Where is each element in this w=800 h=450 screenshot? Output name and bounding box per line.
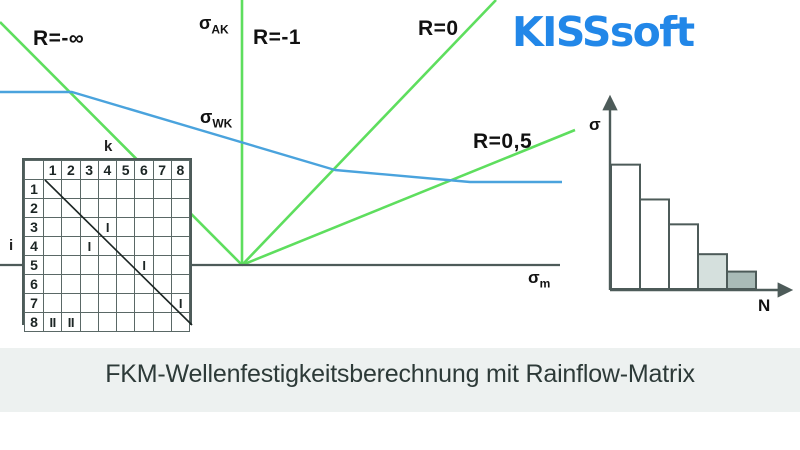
matrix-cell-3-5[interactable]	[115, 217, 136, 237]
bar-4	[697, 253, 728, 290]
matrix-row-header-1: 1	[24, 179, 44, 199]
matrix-col-header-2: 2	[61, 160, 81, 180]
matrix-cell-4-8[interactable]	[170, 236, 191, 256]
matrix-cell-2-3[interactable]	[79, 198, 99, 218]
matrix-col-header-4: 4	[97, 160, 118, 180]
matrix-row-header-2: 2	[24, 198, 44, 218]
line-R-zero	[241, 0, 497, 266]
label-R-minus-one: R=-1	[253, 26, 302, 49]
matrix-cell-8-2[interactable]: II	[61, 312, 81, 332]
matrix-cell-6-5[interactable]	[115, 274, 136, 294]
bar-1	[610, 163, 641, 290]
bar-5	[726, 270, 757, 291]
sigma-m-glyph: σ	[528, 268, 540, 287]
matrix-cell-mark: I	[178, 295, 183, 311]
matrix-cell-1-6[interactable]	[134, 179, 154, 199]
label-sigma-m: σm	[528, 269, 550, 289]
matrix-cell-mark: I	[105, 219, 110, 235]
matrix-row-header-4: 4	[24, 236, 44, 256]
matrix-cell-5-3[interactable]	[79, 255, 99, 275]
matrix-cell-5-8[interactable]	[170, 255, 191, 275]
sigma-AK-glyph: σ	[199, 13, 212, 33]
matrix-cell-7-1[interactable]	[42, 293, 63, 313]
bar-series	[610, 163, 757, 291]
label-sigma-AK: σAK	[199, 14, 229, 36]
matrix-diagonal	[44, 179, 193, 326]
chart-x-axis-label: N	[758, 296, 771, 315]
matrix-cell-1-2[interactable]	[61, 179, 81, 199]
caption-band	[0, 348, 800, 412]
matrix-col-header-3: 3	[79, 160, 99, 180]
matrix-cell-7-6[interactable]	[134, 293, 154, 313]
matrix-cell-mark: I	[87, 238, 92, 254]
matrix-cell-4-4[interactable]	[97, 236, 118, 256]
matrix-cell-1-5[interactable]	[115, 179, 136, 199]
line-R-neg-infinity	[0, 21, 243, 266]
sigma-wk-curve	[0, 90, 562, 184]
label-R-zero: R=0	[418, 17, 459, 40]
matrix-cell-mark: II	[67, 314, 75, 330]
matrix-col-header-8: 8	[170, 160, 191, 180]
matrix-cell-4-2[interactable]	[61, 236, 81, 256]
matrix-cell-7-8[interactable]: I	[170, 293, 191, 313]
matrix-cell-6-8[interactable]	[170, 274, 191, 294]
matrix-cell-mark: II	[49, 314, 57, 330]
sigma-m-subscript: m	[539, 276, 551, 291]
matrix-row-axis-label: i	[9, 237, 14, 254]
matrix-cell-6-7[interactable]	[152, 274, 172, 294]
kisssoft-logo: KISSsoft	[512, 8, 695, 56]
matrix-cell-1-1[interactable]	[42, 179, 63, 199]
matrix-cell-8-3[interactable]	[79, 312, 99, 332]
matrix-cell-4-5[interactable]	[115, 236, 136, 256]
matrix-cell-8-1[interactable]: II	[42, 312, 63, 332]
bar-2	[639, 198, 670, 290]
matrix-cell-5-2[interactable]	[61, 255, 81, 275]
chart-y-axis-label: σ	[589, 115, 601, 134]
matrix-col-header-5: 5	[115, 160, 136, 180]
r-ratio-lines	[0, 0, 576, 267]
caption-title: FKM-Wellenfestigkeitsberechnung mit Rain…	[105, 360, 695, 388]
matrix-cell-1-4[interactable]	[97, 179, 118, 199]
matrix-cell-2-6[interactable]	[134, 198, 154, 218]
matrix-cell-7-4[interactable]	[97, 293, 118, 313]
label-R-zero-five: R=0,5	[473, 130, 533, 153]
matrix-cell-1-3[interactable]	[79, 179, 99, 199]
bar-3	[668, 223, 699, 290]
sigma-WK-subscript: WK	[212, 116, 233, 131]
label-sigma-WK: σWK	[200, 108, 232, 130]
line-R-zero-five	[241, 128, 576, 267]
matrix-row: 1	[24, 179, 191, 199]
sigma-WK-glyph: σ	[200, 107, 213, 127]
matrix-cell-1-8[interactable]	[170, 179, 191, 199]
matrix-cell-7-7[interactable]	[152, 293, 172, 313]
label-R-neg-infinity: R=-∞	[33, 27, 85, 50]
matrix-cell-mark: I	[142, 257, 146, 273]
matrix-col-axis-label: k	[104, 138, 113, 155]
sigma-AK-subscript: AK	[211, 22, 229, 37]
matrix-cell-6-1[interactable]	[42, 274, 63, 294]
matrix-row: 2	[24, 198, 191, 218]
matrix-cell-8-7[interactable]	[152, 312, 172, 332]
